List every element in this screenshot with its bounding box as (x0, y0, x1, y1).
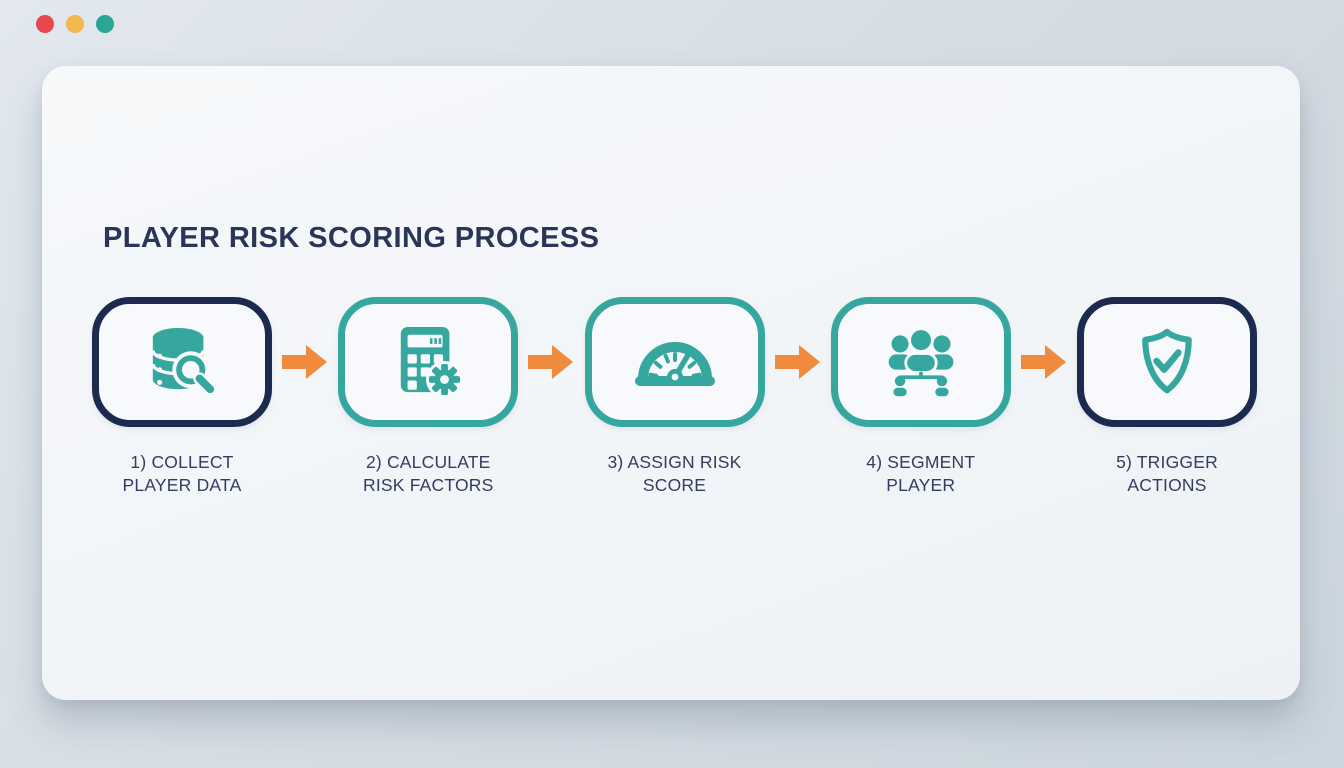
window-controls (36, 15, 114, 33)
flow-arrow-3 (774, 343, 821, 381)
diagram-card: PLAYER RISK SCORING PROCESS (42, 66, 1300, 700)
step-box-2 (338, 297, 519, 427)
step-label: 3) ASSIGN RISK SCORE (607, 452, 742, 496)
step-label: 1) COLLECT PLAYER DATA (122, 452, 242, 496)
step-label: 5) TRIGGER ACTIONS (1116, 452, 1218, 496)
step-assign-risk-score: 3) ASSIGN RISK SCORE (584, 297, 765, 497)
step-box-1 (92, 297, 272, 427)
gauge-icon (634, 342, 715, 386)
minimize-window-dot[interactable] (66, 15, 84, 33)
step-label: 2) CALCULATE RISK FACTORS (363, 452, 494, 496)
step-box-5 (1077, 297, 1257, 427)
flow-arrow-4 (1020, 343, 1067, 381)
step-calculate-risk-factors: 2) CALCULATE RISK FACTORS (338, 297, 519, 497)
step-box-4 (830, 297, 1011, 427)
flow-arrow-2 (528, 343, 574, 381)
flow-arrow-1 (282, 343, 328, 381)
page-title: PLAYER RISK SCORING PROCESS (103, 222, 600, 254)
arrow-right-icon (282, 345, 328, 379)
arrow-right-icon (528, 345, 574, 379)
calculator-gear-icon (401, 327, 464, 398)
step-box-3 (584, 297, 765, 427)
database-search-icon (151, 327, 217, 397)
step-trigger-actions: 5) TRIGGER ACTIONS (1077, 297, 1257, 497)
arrow-right-icon (1020, 345, 1066, 379)
zoom-window-dot[interactable] (96, 15, 114, 33)
shield-check-icon (1142, 328, 1192, 394)
step-label: 4) SEGMENT PLAYER (866, 452, 976, 496)
people-segment-icon (888, 327, 954, 397)
step-segment-player: 4) SEGMENT PLAYER (830, 297, 1011, 497)
close-window-dot[interactable] (36, 15, 54, 33)
arrow-right-icon (774, 345, 820, 379)
process-flow: 1) COLLECT PLAYER DATA (92, 297, 1257, 497)
step-collect-player-data: 1) COLLECT PLAYER DATA (92, 297, 272, 497)
